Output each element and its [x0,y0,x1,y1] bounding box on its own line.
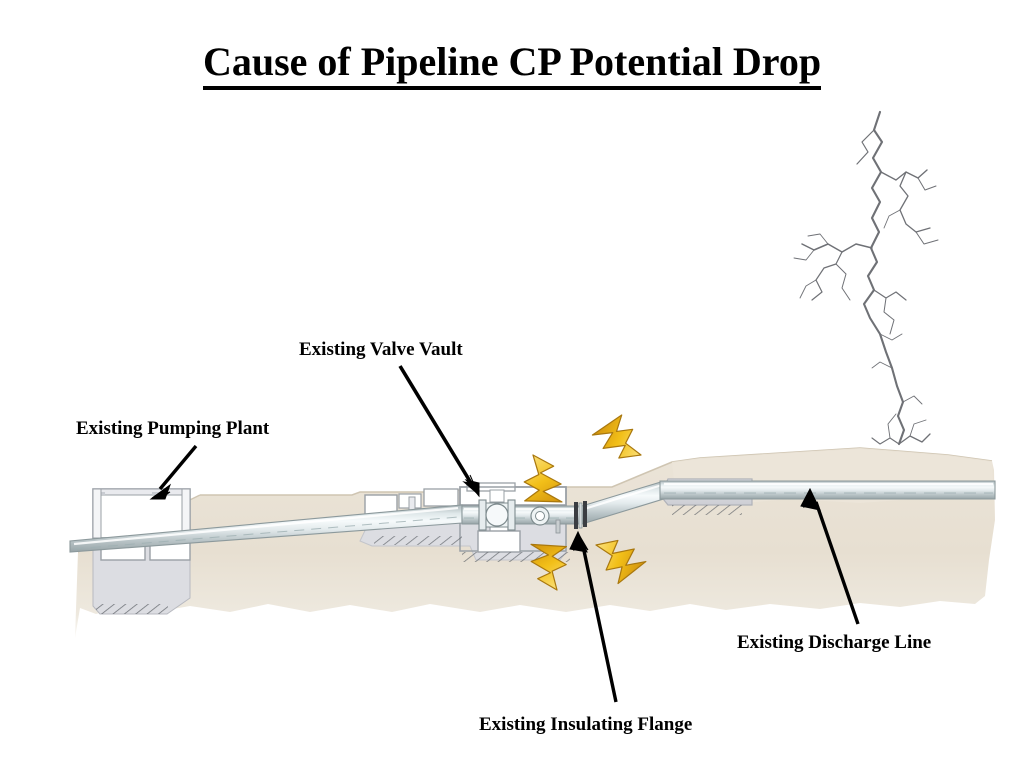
foundation-hatch [96,604,168,614]
callout-label-existing-valve-vault: Existing Valve Vault [299,339,463,360]
arrow-pumping-plant [149,444,198,500]
buried-pipeline [69,480,996,553]
vault-base-hatch [374,536,570,562]
callout-arrows [149,365,860,703]
insulating-flange [574,501,587,529]
arrow-valve-vault [398,365,480,498]
pumping-plant [92,488,191,615]
spark-icon [523,454,563,503]
lightning-strike [793,110,939,446]
page-title: Cause of Pipeline CP Potential Drop [0,38,1024,90]
callout-label-existing-discharge-line: Existing Discharge Line [737,632,932,653]
page-title-text: Cause of Pipeline CP Potential Drop [202,39,822,90]
arrow-discharge-line [800,487,860,625]
pipe-meter [530,506,561,534]
spark-icon [591,414,642,459]
electrical-sparks [523,414,647,591]
spark-icon [595,539,647,585]
callout-label-existing-pumping-plant: Existing Pumping Plant [76,418,270,439]
arrow-insulating-flange [569,530,618,703]
valve-assembly [478,489,516,531]
spark-icon [530,543,568,591]
callout-label-existing-insulating-flange: Existing Insulating Flange [479,714,693,735]
